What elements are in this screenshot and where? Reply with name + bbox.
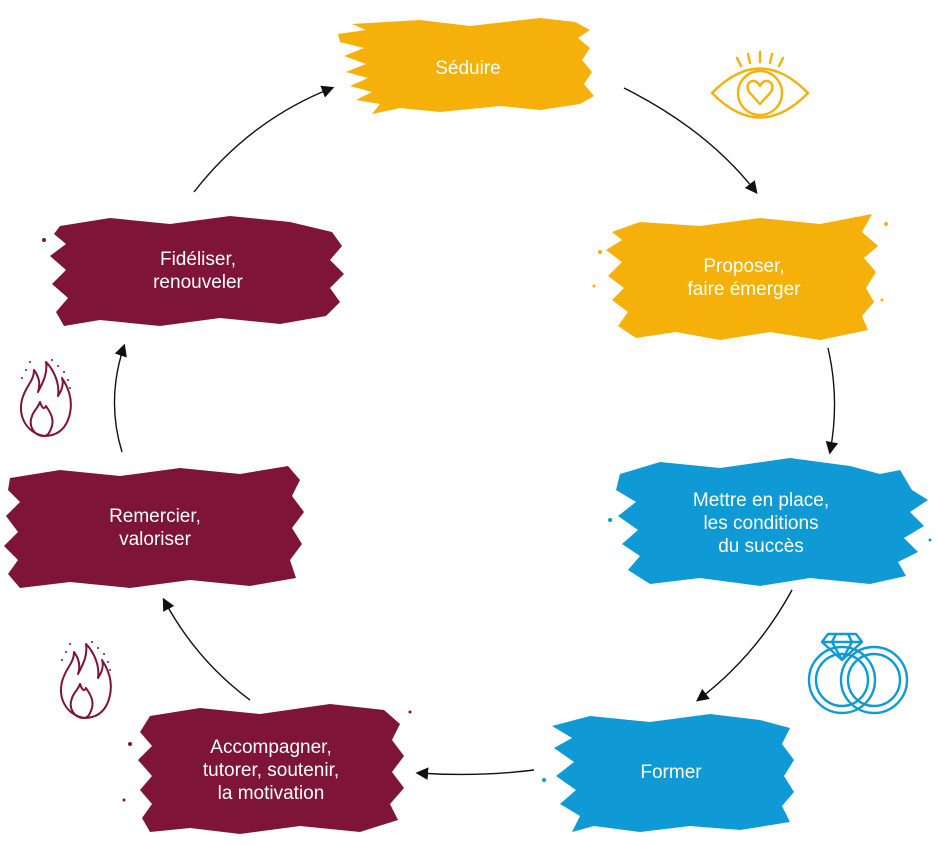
flame-icon xyxy=(59,641,112,719)
cycle-arrows xyxy=(113,85,839,780)
arrow-mettre-to-former xyxy=(695,589,793,702)
arrow-remercier-to-fideliser xyxy=(113,343,127,453)
step-proposer-label: Proposer, faire émerger xyxy=(606,218,882,338)
brush-splatter-blue xyxy=(542,518,932,782)
brush-remercier xyxy=(4,466,304,588)
step-fideliser-line-1: Fidéliser, xyxy=(159,249,237,270)
step-mettre-line-2: les conditions xyxy=(703,512,819,534)
arrow-accompagner-to-remercier xyxy=(162,597,251,701)
brush-former xyxy=(552,714,794,832)
brush-seduire xyxy=(338,18,594,114)
step-former-label: Former xyxy=(556,716,786,828)
step-proposer-line-1: Proposer, xyxy=(703,256,785,277)
brush-splatter xyxy=(592,222,888,302)
brush-shapes xyxy=(4,18,928,834)
step-accompagner-line-2: tutorer, soutenir, xyxy=(202,759,340,781)
wedding-rings-icon xyxy=(807,632,909,715)
step-mettre-line-1: Mettre en place, xyxy=(692,489,830,511)
arrow-fideliser-to-seduire xyxy=(193,85,335,193)
step-proposer-line-2: faire émerger xyxy=(687,279,801,300)
step-fideliser-line-2: renouveler xyxy=(153,272,243,293)
arrow-proposer-to-mettre xyxy=(825,347,839,455)
step-remercier-line-2: valoriser xyxy=(119,529,191,550)
step-seduire-label: Séduire xyxy=(338,22,598,114)
step-accompagner-label: Accompagner, tutorer, soutenir, la motiv… xyxy=(140,708,402,832)
eye-heart-icon xyxy=(710,50,810,119)
brush-accompagner xyxy=(138,704,404,834)
step-former-line-1: Former xyxy=(640,761,702,783)
arrow-former-to-accompagner xyxy=(415,767,535,780)
step-fideliser-label: Fidéliser, renouveler xyxy=(56,220,340,322)
step-accompagner-line-3: la motivation xyxy=(217,782,325,804)
step-remercier-line-1: Remercier, xyxy=(109,506,201,527)
brush-mettre xyxy=(616,458,928,586)
arrow-seduire-to-proposer xyxy=(623,87,758,194)
step-mettre-line-3: du succès xyxy=(718,535,804,557)
flame-icon xyxy=(19,359,72,437)
step-remercier-label: Remercier, valoriser xyxy=(10,470,300,586)
brush-splatter-maroon xyxy=(42,238,412,802)
step-seduire-line-1: Séduire xyxy=(435,57,501,79)
step-accompagner-line-1: Accompagner, xyxy=(210,736,332,758)
step-mettre-label: Mettre en place, les conditions du succè… xyxy=(616,462,906,584)
brush-fideliser xyxy=(50,216,344,326)
brush-proposer xyxy=(606,214,878,340)
